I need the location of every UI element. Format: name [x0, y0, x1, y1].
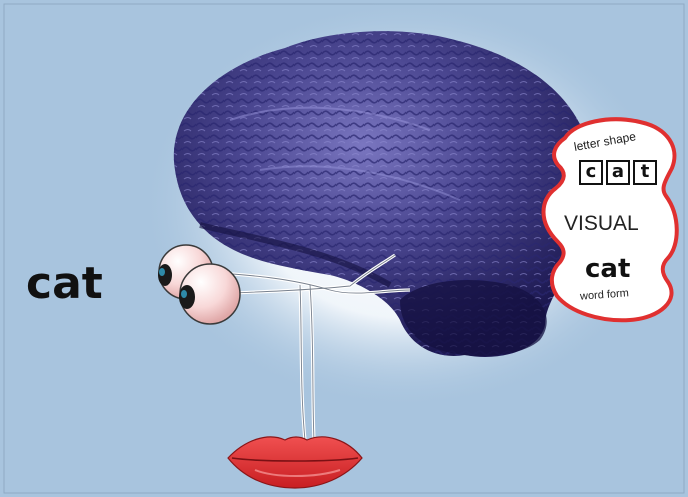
stimulus-word: cat: [26, 258, 103, 309]
word-form-word: cat: [585, 254, 630, 284]
letter-boxes: c a t: [579, 160, 657, 185]
letter-box-c: c: [579, 160, 603, 185]
letter-box-t: t: [633, 160, 657, 185]
letter-box-a: a: [606, 160, 630, 185]
visual-label: VISUAL: [564, 212, 639, 236]
